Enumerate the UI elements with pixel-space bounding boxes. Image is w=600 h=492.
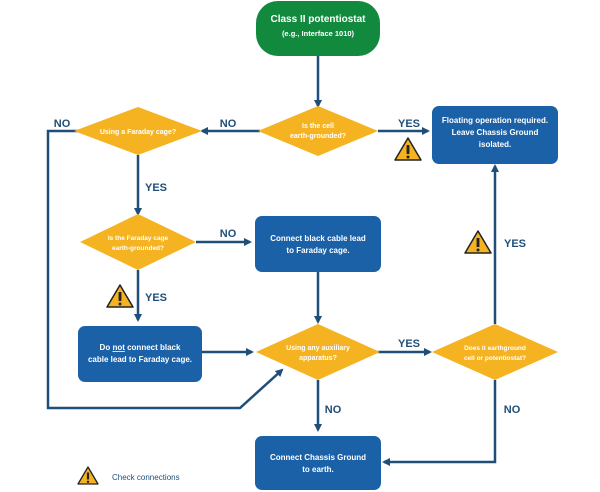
earthground-line2: cell or potentiostat?: [464, 355, 526, 362]
cell-grounded-line1: Is the cell: [302, 123, 334, 130]
floating-line1: Floating operation required.: [442, 116, 548, 125]
decision-cage-grounded: Is the Faraday cage earth-grounded?: [80, 214, 196, 270]
start-line1: Class II potentiostat: [270, 14, 366, 25]
label-cell-no: NO: [220, 118, 237, 130]
decision-earthground: Does it earthground cell or potentiostat…: [432, 324, 558, 380]
connect-chassis-line1: Connect Chassis Ground: [270, 453, 366, 462]
do-not-connect-line2: cable lead to Faraday cage.: [88, 355, 192, 364]
label-cage-no: NO: [54, 118, 71, 130]
faraday-cage-line1: Using a Faraday cage?: [100, 129, 176, 136]
warning-icon: [394, 137, 422, 161]
process-floating: Floating operation required. Leave Chass…: [432, 106, 558, 164]
start-node: Class II potentiostat (e.g., Interface 1…: [256, 1, 380, 56]
connect-black-line1: Connect black cable lead: [270, 234, 366, 243]
floating-line3: isolated.: [479, 140, 511, 149]
label-cell-yes: YES: [398, 118, 420, 130]
process-connect-chassis: Connect Chassis Ground to earth.: [255, 436, 381, 490]
emphasis-not: not: [112, 343, 125, 352]
label-cage-grounded-yes: YES: [145, 292, 167, 304]
legend-label: Check connections: [112, 473, 180, 482]
floating-line2: Leave Chassis Ground: [452, 128, 539, 137]
earthground-line1: Does it earthground: [464, 345, 526, 352]
warning-icon: [106, 284, 134, 308]
cage-grounded-line1: Is the Faraday cage: [108, 235, 169, 242]
do-not-connect-line1: Do not connect black: [100, 343, 181, 352]
edge-labels: NO YES NO YES NO YES YES NO YES NO: [54, 118, 526, 416]
label-cage-grounded-no: NO: [220, 228, 237, 240]
label-aux-yes: YES: [398, 338, 420, 350]
decision-faraday-cage: Using a Faraday cage?: [74, 107, 202, 155]
process-do-not-connect: Do not connect black cable lead to Farad…: [78, 326, 202, 382]
connect-chassis-line2: to earth.: [302, 465, 334, 474]
legend: Check connections: [77, 466, 180, 485]
label-earth-no: NO: [504, 404, 521, 416]
legend-warning-icon: [77, 466, 99, 485]
edge-cage-no-loop: [46, 129, 284, 410]
process-connect-black: Connect black cable lead to Faraday cage…: [255, 216, 381, 272]
connect-black-line2: to Faraday cage.: [286, 246, 349, 255]
cell-grounded-line2: earth-grounded?: [290, 133, 346, 140]
auxiliary-line2: apparatus?: [299, 355, 337, 362]
decision-auxiliary: Using any auxiliary apparatus?: [256, 324, 380, 380]
label-cage-yes: YES: [145, 182, 167, 194]
start-line2: (e.g., Interface 1010): [282, 29, 355, 38]
cage-grounded-line2: earth-grounded?: [112, 245, 164, 252]
warning-icon: [464, 230, 492, 254]
edge-earth-no-to-chassis: [382, 380, 497, 466]
label-earth-yes: YES: [504, 238, 526, 250]
decision-cell-grounded: Is the cell earth-grounded?: [258, 106, 378, 156]
auxiliary-line1: Using any auxiliary: [286, 345, 350, 352]
edges: [46, 56, 499, 466]
label-aux-no: NO: [325, 404, 342, 416]
